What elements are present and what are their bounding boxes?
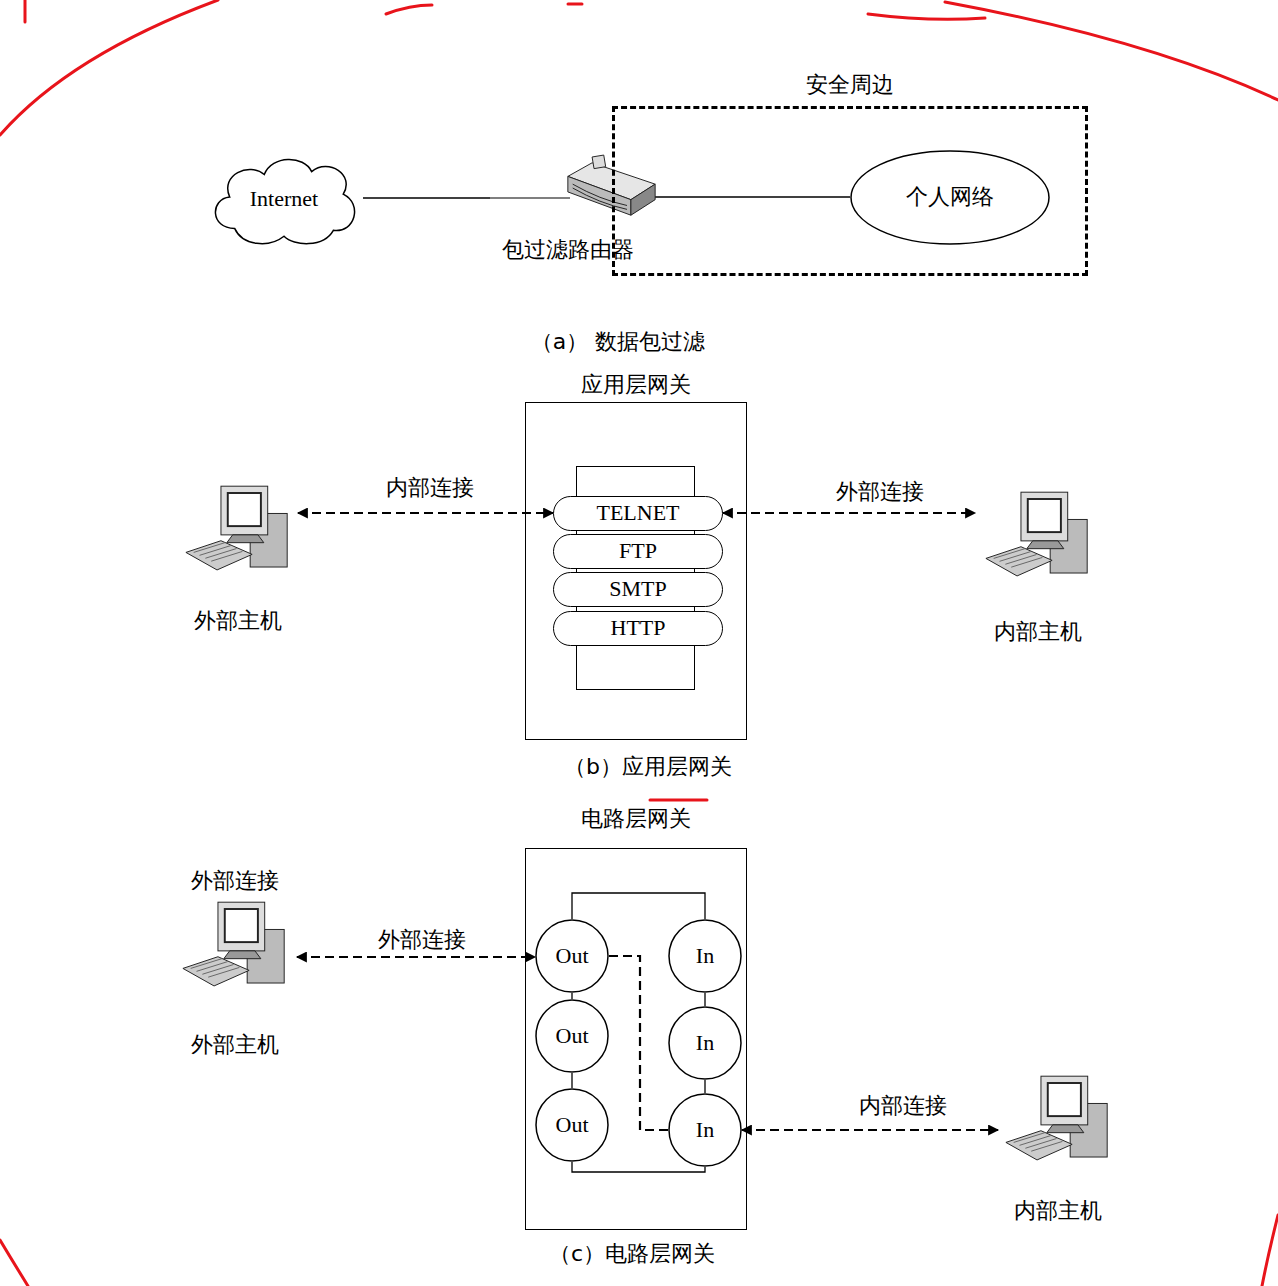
port-circle: In	[668, 1093, 742, 1167]
dashed-connection	[298, 512, 553, 514]
node-text: 内部主机	[968, 1198, 1148, 1224]
node-text: In	[696, 1030, 714, 1056]
connector-line	[572, 1162, 705, 1172]
port-circle: Out	[535, 999, 609, 1073]
node-text: In	[696, 943, 714, 969]
connector-line	[704, 1080, 705, 1093]
node-text: Internet	[250, 186, 318, 212]
dashed-connection	[742, 1129, 998, 1131]
dashed-connection	[297, 956, 535, 958]
computer-icon	[1002, 1074, 1114, 1167]
node-text: 包过滤路由器	[490, 237, 645, 263]
connector-line	[572, 893, 705, 919]
port-circle: In	[668, 919, 742, 993]
node-text: SMTP	[609, 576, 666, 602]
connection-label: 外部连接	[375, 927, 469, 953]
network-ellipse: 个人网络	[850, 150, 1050, 245]
computer-icon	[179, 900, 291, 993]
node-text: 外部连接	[142, 868, 327, 894]
connector-line	[571, 1073, 572, 1088]
connector-line	[704, 993, 705, 1006]
connection-label: 内部连接	[383, 475, 477, 501]
gateway-box: TELNETFTPSMTPHTTP应用层网关	[525, 372, 747, 740]
node-text: HTTP	[611, 615, 666, 641]
dashed-connection	[609, 956, 668, 1130]
figure-caption: （a） 数据包过滤	[531, 329, 705, 355]
host-computer: 外部连接外部主机	[172, 868, 297, 1058]
host-computer: 内部主机	[975, 488, 1100, 645]
node-text: FTP	[619, 538, 657, 564]
node-text: Out	[556, 1112, 589, 1138]
connector-line	[645, 196, 850, 197]
node-text: 外部主机	[142, 1032, 327, 1058]
security-perimeter: 个人网络安全周边	[612, 72, 1088, 276]
computer-icon	[982, 490, 1094, 583]
connector-line	[571, 993, 572, 999]
heading-text: 电路层网关	[485, 806, 787, 832]
protocol-pill: HTTP	[553, 611, 723, 646]
node-text: 外部主机	[148, 608, 328, 634]
port-circle: Out	[535, 919, 609, 993]
node-text: 个人网络	[906, 184, 994, 210]
protocol-pill: FTP	[553, 534, 723, 569]
protocol-pill: SMTP	[553, 572, 723, 607]
node-text: In	[696, 1117, 714, 1143]
router-wire	[490, 150, 570, 210]
host-computer: 外部主机	[178, 482, 298, 634]
internet-cloud: Internet	[205, 150, 363, 248]
port-circle: Out	[535, 1088, 609, 1162]
node-text: 内部主机	[945, 619, 1130, 645]
port-circle: In	[668, 1006, 742, 1080]
computer-icon	[182, 484, 294, 577]
connection-label: 内部连接	[856, 1093, 950, 1119]
dashed-connection	[723, 512, 975, 514]
connector-line	[363, 197, 490, 198]
protocol-pill: TELNET	[553, 496, 723, 531]
host-computer: 内部主机	[998, 1072, 1118, 1224]
figure-caption: （b）应用层网关	[564, 754, 732, 780]
router-icon: 包过滤路由器	[490, 150, 645, 265]
node-text: TELNET	[596, 500, 679, 526]
heading-text: 安全周边	[572, 72, 1128, 98]
node-text: Out	[556, 943, 589, 969]
figure-caption: （c）电路层网关	[549, 1241, 715, 1267]
node-text: Out	[556, 1023, 589, 1049]
gateway-box: OutOutOutInInIn电路层网关	[525, 806, 747, 1230]
connection-label: 外部连接	[833, 479, 927, 505]
heading-text: 应用层网关	[485, 372, 787, 398]
